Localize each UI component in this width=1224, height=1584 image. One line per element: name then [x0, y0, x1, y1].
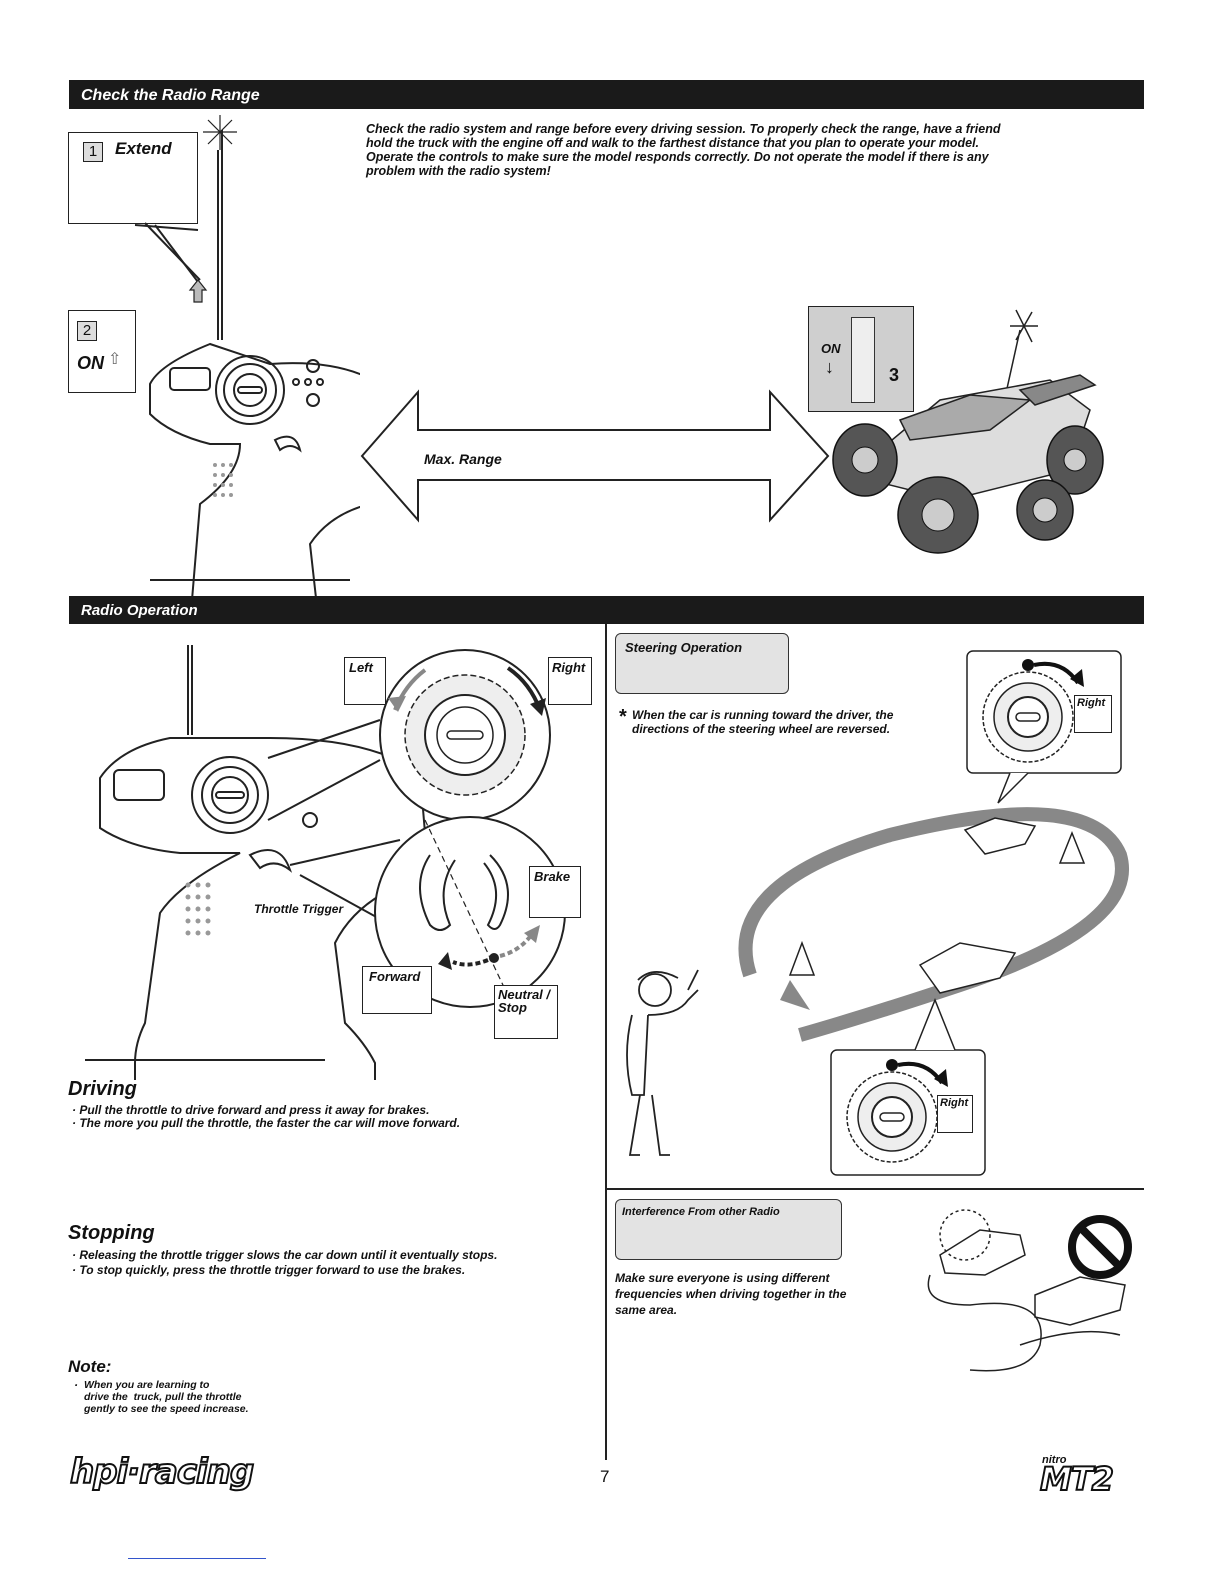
- mt2-logo-small: nitro: [1042, 1454, 1067, 1466]
- right-label-box: Right: [548, 657, 592, 705]
- operation-transmitter-illustration: [85, 645, 566, 1080]
- steering-note: When the car is running toward the drive…: [632, 708, 894, 736]
- column-divider: [605, 624, 607, 1460]
- mt2-logo: nitro MT2: [1039, 1454, 1144, 1499]
- driving-bullet-2: · The more you pull the throttle, the fa…: [72, 1116, 460, 1130]
- on-arrow-icon: ⇧: [108, 351, 122, 368]
- bullet-dot: ·: [72, 1263, 80, 1277]
- max-range-label: Max. Range: [424, 451, 502, 467]
- step2-label: ON: [77, 353, 104, 373]
- asterisk-icon: *: [619, 706, 627, 728]
- bullet-dot: ·: [72, 1103, 80, 1117]
- note-text: When you are learning to drive the truck…: [84, 1379, 249, 1415]
- radio-range-banner: Check the Radio Range: [69, 80, 1144, 109]
- step3-number: 3: [889, 365, 900, 385]
- driving-title: Driving: [68, 1078, 137, 1100]
- bullet-dot: ·: [72, 1248, 80, 1262]
- step1-callout: 1 Extend: [68, 132, 198, 224]
- steering-title: Steering Operation: [625, 640, 743, 655]
- stopping-bullet-2-text: To stop quickly, press the throttle trig…: [79, 1263, 466, 1277]
- steering-right-top-box: Right: [1074, 695, 1112, 733]
- step1-label: Extend: [115, 139, 172, 158]
- steering-title-box: Steering Operation: [615, 633, 789, 694]
- step3-inset: ON ↓ 3: [808, 306, 914, 412]
- driving-bullet-1: · Pull the throttle to drive forward and…: [72, 1103, 429, 1117]
- steering-scene-illustration: [626, 650, 1129, 1176]
- stopping-title: Stopping: [68, 1222, 155, 1244]
- left-label: Left: [349, 660, 373, 675]
- left-label-box: Left: [344, 657, 386, 705]
- stopping-bullet-1-text: Releasing the throttle trigger slows the…: [79, 1248, 498, 1262]
- stopping-bullet-1: · Releasing the throttle trigger slows t…: [72, 1248, 497, 1262]
- step1-number: 1: [83, 142, 103, 162]
- forward-label: Forward: [369, 969, 421, 984]
- step3-switch-label: ON: [821, 341, 841, 356]
- throttle-trigger-label: Throttle Trigger: [254, 902, 344, 916]
- transmitter-illustration: [134, 115, 360, 600]
- forward-label-box: Forward: [362, 966, 432, 1014]
- right-section-divider: [606, 1188, 1144, 1190]
- radio-range-title: Check the Radio Range: [81, 87, 260, 104]
- note-title: Note:: [68, 1357, 112, 1376]
- interference-text: Make sure everyone is using different fr…: [615, 1271, 847, 1317]
- page-number: 7: [600, 1467, 610, 1486]
- right-label: Right: [552, 660, 586, 675]
- radio-operation-title: Radio Operation: [81, 602, 198, 619]
- hpi-racing-logo: hpi·racing: [69, 1451, 255, 1493]
- steering-right-bottom-label: Right: [940, 1097, 969, 1109]
- footer-link-line: [128, 1558, 266, 1559]
- steering-right-top-label: Right: [1077, 697, 1106, 709]
- mt2-logo-text: MT2: [1039, 1459, 1115, 1499]
- step2-callout: 2 ON: [68, 310, 136, 393]
- brake-label: Brake: [534, 869, 571, 884]
- neutral-label: Neutral / Stop: [498, 987, 551, 1015]
- brake-label-box: Brake: [529, 866, 581, 918]
- radio-operation-banner: Radio Operation: [69, 596, 1144, 624]
- interference-title-box: Interference From other Radio: [615, 1199, 842, 1260]
- neutral-label-box: Neutral / Stop: [494, 985, 558, 1039]
- power-switch: [851, 317, 875, 403]
- radio-range-paragraph: Check the radio system and range before …: [366, 122, 1001, 178]
- stopping-bullet-2: · To stop quickly, press the throttle tr…: [72, 1263, 465, 1277]
- max-range-arrow: [360, 389, 830, 523]
- driving-bullet-1-text: Pull the throttle to drive forward and p…: [79, 1103, 430, 1117]
- note-bullet-dot: ·: [74, 1378, 78, 1392]
- driving-bullet-2-text: The more you pull the throttle, the fast…: [79, 1116, 461, 1130]
- down-arrow-icon: ↓: [825, 357, 834, 377]
- interference-illustration: [927, 1209, 1132, 1372]
- interference-title: Interference From other Radio: [622, 1206, 780, 1218]
- steering-right-bottom-box: Right: [937, 1095, 973, 1133]
- step2-number: 2: [77, 321, 97, 341]
- bullet-dot: ·: [72, 1116, 80, 1130]
- truck-illustration: [832, 309, 1104, 554]
